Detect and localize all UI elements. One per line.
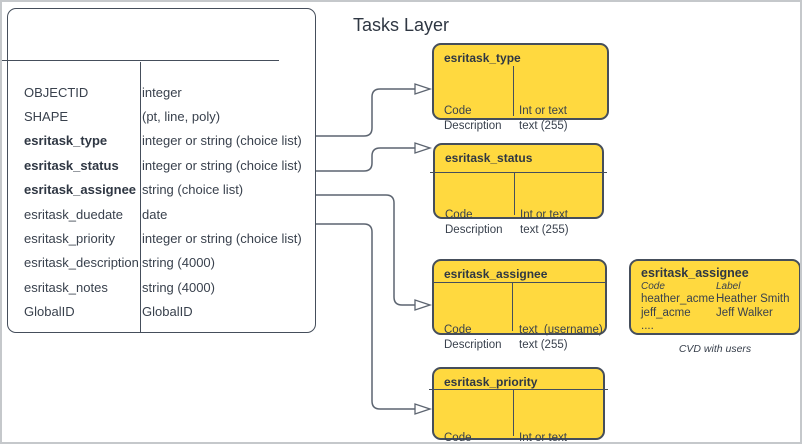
cvd-col-code: Code <box>641 281 665 292</box>
field-name: GlobalID <box>24 304 75 320</box>
field-type: (pt, line, poly) <box>142 109 221 125</box>
column-divider <box>513 66 514 116</box>
field-name: esritask_duedate <box>24 206 124 222</box>
field-type: GlobalID <box>142 304 193 320</box>
field-name: esritask_type <box>24 133 108 149</box>
type-labels: text (username)text (255) <box>519 324 603 351</box>
domain-box-title: esritask_assignee <box>444 267 548 281</box>
wire-esritask-type <box>316 88 415 137</box>
field-name: esritask_notes <box>24 279 108 295</box>
field-name-column: OBJECTID SHAPE esritask_type esritask_statu… <box>24 80 139 324</box>
field-name: SHAPE <box>24 109 69 125</box>
tasks-layer-box <box>7 8 316 333</box>
header-divider <box>434 282 605 283</box>
wire-esritask-status <box>316 147 415 172</box>
cvd-users-box: esritask_assignee Code Label heather_acm… <box>629 259 800 335</box>
column-divider <box>514 173 515 215</box>
cvd-caption: CVD with users <box>678 343 752 355</box>
cvd-user-row: .... <box>641 320 654 332</box>
column-divider <box>512 283 513 331</box>
field-name: esritask_description <box>24 255 139 271</box>
wire-esritask-priority <box>316 223 415 410</box>
field-type: string (4000) <box>142 279 215 295</box>
column-divider <box>140 62 141 332</box>
tasks-layer-title: Tasks Layer <box>352 15 450 35</box>
cvd-box-title: esritask_assignee <box>641 266 749 280</box>
field-type: string (4000) <box>142 255 215 271</box>
cvd-col-label: Label <box>716 281 741 292</box>
field-type: string (choice list) <box>142 182 244 198</box>
header-divider <box>430 172 607 173</box>
field-name: esritask_priority <box>24 231 116 247</box>
domain-box-title: esritask_type <box>444 51 521 65</box>
wire-esritask-assignee <box>316 194 415 306</box>
field-type: date <box>142 206 168 222</box>
domain-box-title: esritask_priority <box>444 375 538 389</box>
title-divider <box>2 60 279 61</box>
arrowhead-icon <box>414 142 433 154</box>
field-type: integer <box>142 84 182 100</box>
column-divider <box>513 390 514 436</box>
field-type: integer or string (choice list) <box>142 157 302 173</box>
arrowhead-icon <box>414 299 433 311</box>
domain-box-title: esritask_status <box>445 151 533 165</box>
field-name: OBJECTID <box>24 84 89 100</box>
field-type: integer or string (choice list) <box>142 133 302 149</box>
header-divider <box>429 389 608 390</box>
field-type-column: integer (pt, line, poly) integer or string… <box>142 80 312 324</box>
arrowhead-icon <box>414 83 433 95</box>
field-name: esritask_assignee <box>24 182 137 198</box>
arrowhead-icon <box>414 403 433 415</box>
field-type: integer or string (choice list) <box>142 231 302 247</box>
field-name: esritask_status <box>24 157 119 173</box>
